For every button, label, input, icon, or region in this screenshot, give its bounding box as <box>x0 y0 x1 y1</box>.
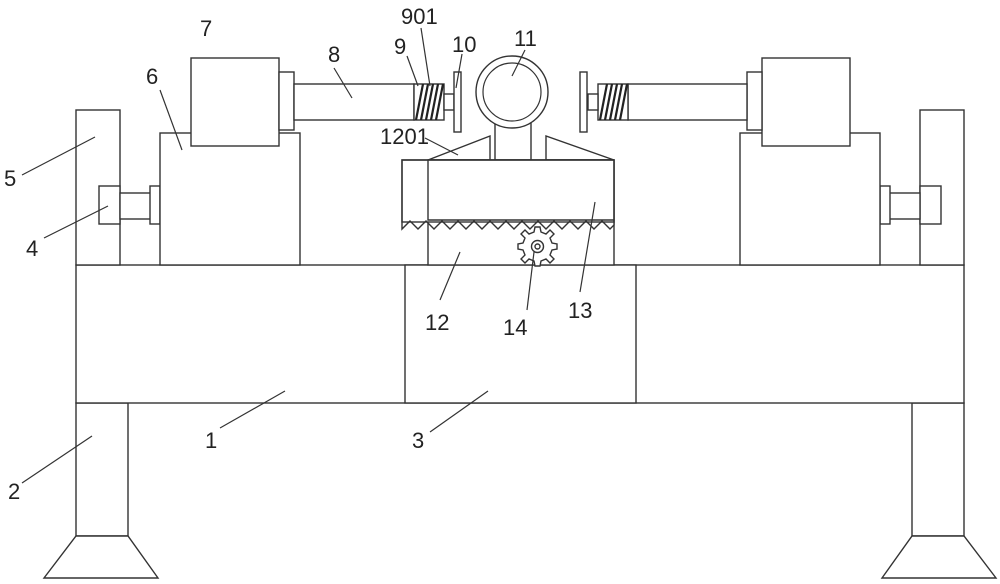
right-clamp-disc <box>587 93 599 111</box>
label-3: 3 <box>412 428 424 453</box>
right-side-cylinder <box>879 185 942 225</box>
leader-9 <box>406 55 419 87</box>
right-motor <box>746 57 851 147</box>
leader-10 <box>455 53 463 89</box>
leader-13 <box>579 201 596 293</box>
label-7: 7 <box>200 16 212 41</box>
left-sliding-base <box>159 132 301 266</box>
label-2: 2 <box>8 479 20 504</box>
label-13: 13 <box>568 298 592 323</box>
leader-6 <box>159 89 183 151</box>
center-block <box>404 264 637 404</box>
left-clamp-disc <box>443 93 455 111</box>
rack <box>401 159 615 231</box>
leader-1201 <box>424 137 459 156</box>
label-6: 6 <box>146 64 158 89</box>
right-sliding-base <box>739 132 881 266</box>
left-side-cylinder <box>98 185 161 225</box>
label-11: 11 <box>514 26 537 51</box>
left-motor <box>190 57 295 147</box>
label-4: 4 <box>26 236 38 261</box>
label-14: 14 <box>503 315 527 340</box>
gear <box>517 226 558 267</box>
label-901: 901 <box>401 4 438 29</box>
label-10: 10 <box>452 32 476 57</box>
label-1201: 1201 <box>380 124 429 149</box>
leader-2 <box>21 435 93 484</box>
leader-12 <box>439 251 461 301</box>
right-thread-coil <box>598 83 629 121</box>
leader-5 <box>21 136 96 176</box>
label-9: 9 <box>394 34 406 59</box>
left-leg <box>42 402 160 579</box>
right-leg <box>880 402 998 579</box>
right-clamp-plate <box>579 71 588 133</box>
label-12: 12 <box>425 310 449 335</box>
leader-14 <box>526 251 535 311</box>
left-clamp-plate <box>453 71 462 133</box>
label-8: 8 <box>328 42 340 67</box>
label-5: 5 <box>4 166 16 191</box>
leader-901 <box>420 27 431 87</box>
leader-1 <box>219 390 286 429</box>
left-thread-coil <box>414 83 445 121</box>
leader-8 <box>333 67 353 99</box>
right-shaft <box>597 83 748 121</box>
leader-3 <box>429 390 489 433</box>
leader-11 <box>511 49 526 77</box>
leader-4 <box>43 205 109 239</box>
label-1: 1 <box>205 428 217 453</box>
